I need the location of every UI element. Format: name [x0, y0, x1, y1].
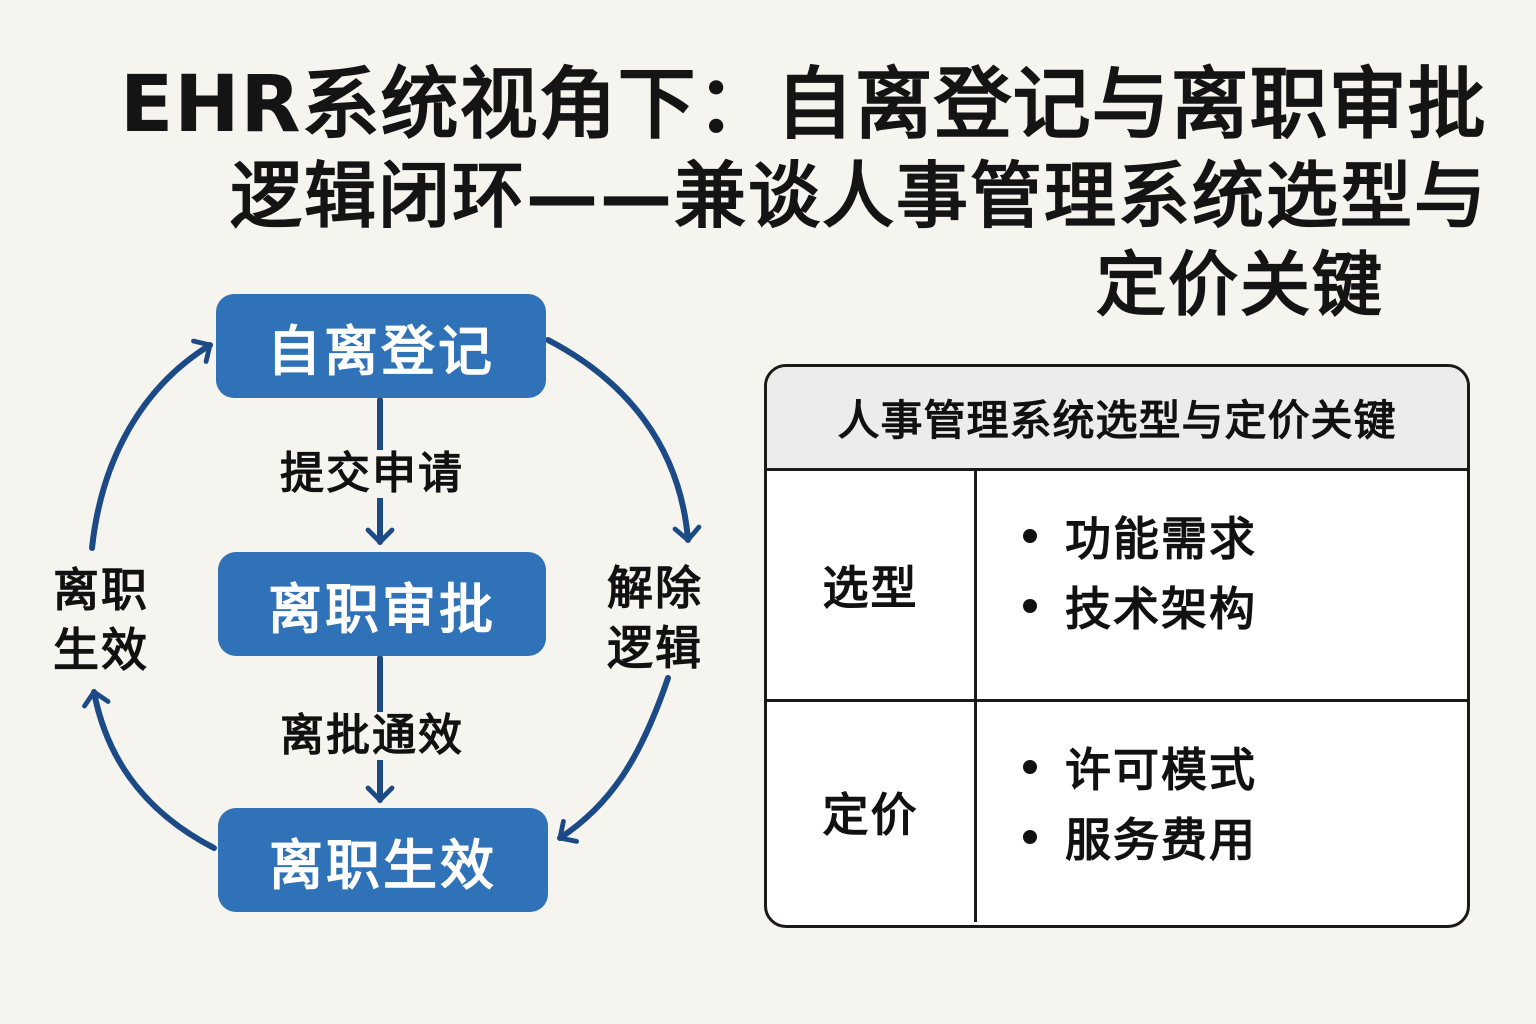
bullet-icon	[1023, 760, 1037, 774]
arc-left-bottom	[82, 689, 217, 851]
table-item-text: 功能需求	[1065, 512, 1257, 566]
bullet-icon	[1023, 529, 1037, 543]
side-label-right-line-1: 解除	[607, 561, 703, 615]
bullet-icon	[1023, 830, 1037, 844]
table-row-pricing: 定价 许可模式 服务费用	[767, 702, 1467, 922]
arc-right-top	[545, 337, 702, 543]
bullet-icon	[1023, 599, 1037, 613]
table-row-selection: 选型 功能需求 技术架构	[767, 471, 1467, 702]
table-item-text: 技术架构	[1065, 582, 1257, 636]
side-label-left-line-1: 离职	[53, 563, 149, 617]
stage-register-box: 自离登记	[216, 294, 546, 398]
table-item: 功能需求	[1023, 501, 1467, 571]
table-item: 服务费用	[1023, 802, 1467, 872]
table-header: 人事管理系统选型与定价关键	[767, 367, 1467, 471]
table-items-pricing: 许可模式 服务费用	[977, 702, 1467, 922]
table-items-selection: 功能需求 技术架构	[977, 471, 1467, 699]
side-label-right-line-2: 逻辑	[607, 621, 703, 675]
arrow-label-pass: 离批通效	[276, 712, 468, 760]
title-line-1: EHR系统视角下：自离登记与离职审批	[120, 60, 1487, 150]
title-line-3: 定价关键	[1096, 244, 1384, 326]
side-label-left-line-2: 生效	[53, 623, 149, 677]
table-category-pricing: 定价	[767, 702, 977, 922]
table-item: 许可模式	[1023, 732, 1467, 802]
table-category-selection: 选型	[767, 471, 977, 699]
arc-left-top	[89, 338, 213, 551]
arc-right-bottom	[557, 675, 671, 844]
arrow-label-submit: 提交申请	[276, 450, 468, 498]
selection-pricing-table: 人事管理系统选型与定价关键 选型 功能需求 技术架构 定价 许可模式 服务费用	[764, 364, 1470, 928]
table-item-text: 服务费用	[1065, 813, 1257, 867]
table-item-text: 许可模式	[1065, 743, 1257, 797]
table-item: 技术架构	[1023, 571, 1467, 641]
title-line-2: 逻辑闭环——兼谈人事管理系统选型与	[230, 154, 1489, 238]
side-label-left: 离职 生效	[46, 560, 156, 680]
stage-effective-box: 离职生效	[218, 808, 548, 912]
stage-approval-box: 离职审批	[218, 552, 546, 656]
side-label-right: 解除 逻辑	[600, 558, 710, 678]
